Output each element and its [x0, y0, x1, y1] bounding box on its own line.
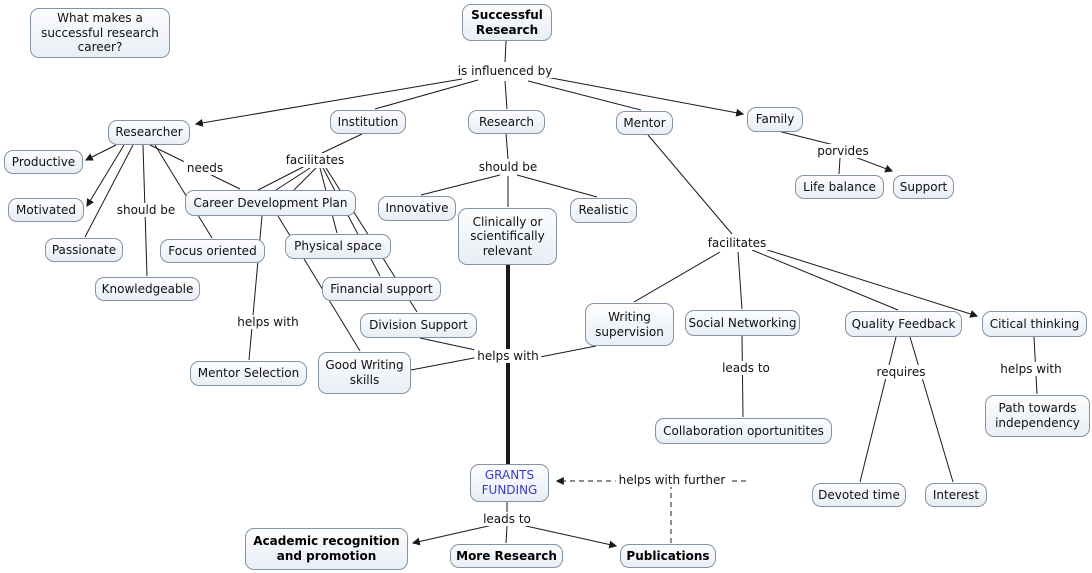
node-devoted-time[interactable]: Devoted time: [812, 483, 906, 507]
node-grants-funding[interactable]: GRANTS FUNDING: [470, 464, 549, 502]
edge-label-leads-to-networking[interactable]: leads to: [719, 361, 773, 375]
edge-label-helps-with-cdp[interactable]: helps with: [234, 315, 302, 329]
node-interest[interactable]: Interest: [925, 483, 987, 507]
node-academic-recognition[interactable]: Academic recognition and promotion: [245, 528, 408, 570]
edge-label-requires[interactable]: requires: [873, 365, 929, 379]
edge-label-leads-to-grants[interactable]: leads to: [480, 512, 534, 526]
node-realistic[interactable]: Realistic: [570, 198, 637, 223]
node-successful-research[interactable]: Successful Research: [462, 4, 552, 41]
node-life-balance[interactable]: Life balance: [795, 175, 884, 199]
node-financial-support[interactable]: Financial support: [322, 277, 441, 301]
edge-label-helps-with-further[interactable]: helps with further: [615, 473, 729, 487]
node-collaboration-opportunities[interactable]: Collaboration oportunitites: [655, 418, 832, 444]
edge-label-facilitates-institution[interactable]: facilitates: [282, 153, 348, 167]
edge-label-provides[interactable]: porvides: [814, 144, 872, 158]
node-career-development-plan[interactable]: Career Development Plan: [185, 190, 356, 216]
node-mentor[interactable]: Mentor: [616, 111, 673, 135]
node-path-independency[interactable]: Path towards independency: [985, 395, 1090, 437]
edge-label-needs[interactable]: needs: [183, 161, 227, 175]
node-physical-space[interactable]: Physical space: [285, 234, 391, 259]
node-focus-oriented[interactable]: Focus oriented: [160, 239, 265, 263]
edge-label-helps-with-center[interactable]: helps with: [474, 349, 542, 363]
node-passionate[interactable]: Passionate: [45, 238, 123, 262]
node-innovative[interactable]: Innovative: [378, 196, 456, 221]
node-division-support[interactable]: Division Support: [360, 313, 477, 338]
node-knowledgeable[interactable]: Knowledgeable: [95, 277, 200, 301]
node-clinically-relevant[interactable]: Clinically or scientifically relevant: [458, 208, 557, 265]
node-mentor-selection[interactable]: Mentor Selection: [190, 361, 307, 386]
node-institution[interactable]: Institution: [330, 110, 406, 134]
edge-label-helps-with-critical[interactable]: helps with: [997, 362, 1065, 376]
node-family[interactable]: Family: [747, 107, 803, 132]
edge-label-should-be-researcher[interactable]: should be: [113, 203, 179, 217]
node-good-writing-skills[interactable]: Good Writing skills: [318, 352, 411, 394]
node-quality-feedback[interactable]: Quality Feedback: [845, 311, 962, 337]
node-motivated[interactable]: Motivated: [8, 198, 84, 222]
node-writing-supervision[interactable]: Writing supervision: [585, 303, 674, 346]
node-research[interactable]: Research: [468, 110, 545, 134]
edge-label-is-influenced-by[interactable]: is influenced by: [454, 64, 556, 78]
node-question[interactable]: What makes a successful research career?: [30, 8, 170, 58]
node-researcher[interactable]: Researcher: [108, 120, 190, 145]
node-critical-thinking[interactable]: Citical thinking: [982, 311, 1087, 337]
node-more-research[interactable]: More Research: [450, 544, 563, 568]
edge-label-facilitates-mentor[interactable]: facilitates: [704, 236, 770, 250]
node-social-networking[interactable]: Social Networking: [685, 310, 800, 336]
edge-label-should-be-research[interactable]: should be: [475, 160, 541, 174]
node-productive[interactable]: Productive: [4, 150, 83, 174]
node-publications[interactable]: Publications: [620, 544, 716, 568]
node-support[interactable]: Support: [893, 175, 954, 199]
